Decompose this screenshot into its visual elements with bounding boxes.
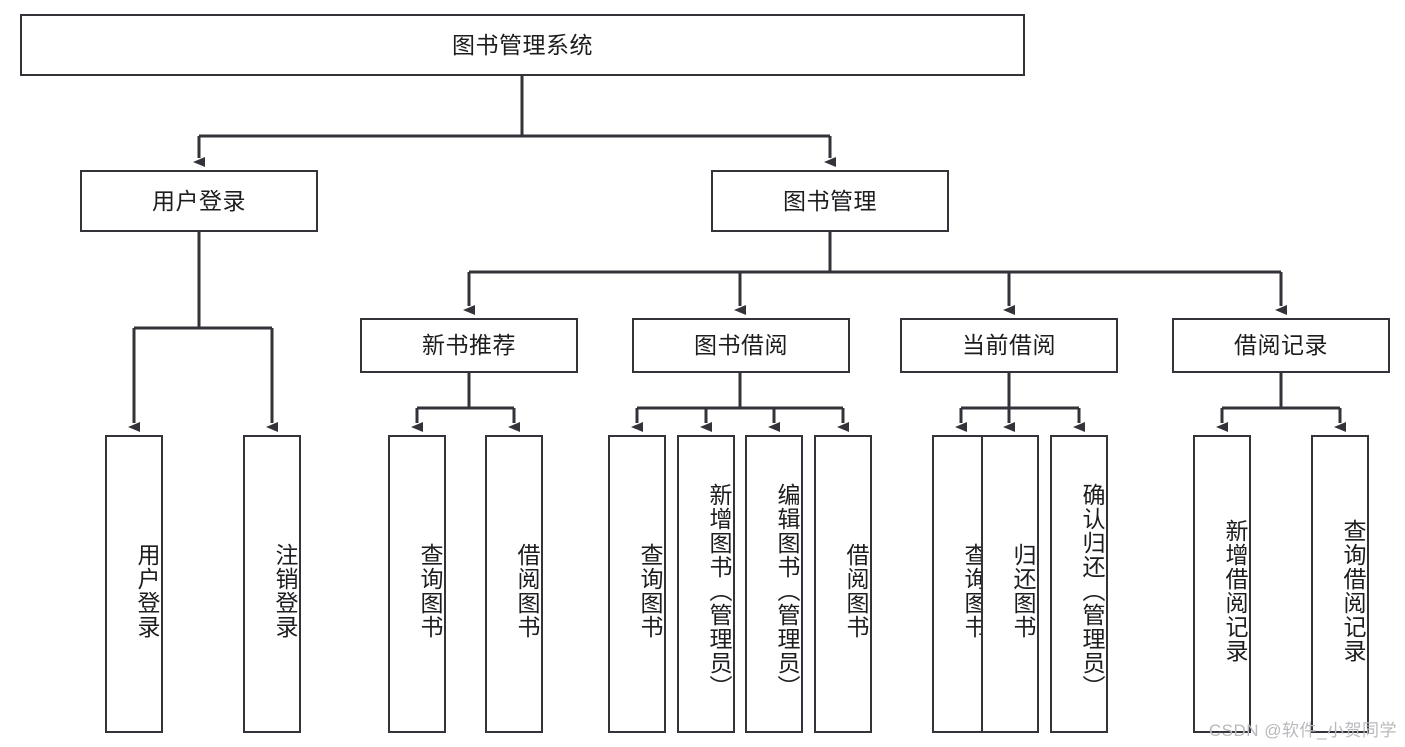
leaf-new-book-query[interactable]: 查询图书 [388,435,446,733]
leaf-borrow-edit-book-label: 编辑图书（管理员） [774,483,800,699]
watermark: CSDN @软件_小贺同学 [1208,721,1397,740]
node-user-login[interactable]: 用户登录 [80,170,318,232]
leaf-current-confirm-return-label: 确认归还（管理员） [1079,483,1105,699]
leaf-new-book-query-label: 查询图书 [417,543,443,639]
node-new-book-recommend[interactable]: 新书推荐 [360,318,578,373]
leaf-logout-label: 注销登录 [272,543,298,639]
leaf-borrow-borrow-book[interactable]: 借阅图书 [814,435,872,733]
leaf-new-book-borrow-label: 借阅图书 [514,543,540,639]
leaf-logout[interactable]: 注销登录 [243,435,301,733]
leaf-user-login-label: 用户登录 [134,543,160,639]
node-book-management[interactable]: 图书管理 [711,170,949,232]
leaf-record-query-label: 查询借阅记录 [1340,519,1366,663]
node-borrow-record[interactable]: 借阅记录 [1172,318,1390,373]
leaf-current-return-book[interactable]: 归还图书 [981,435,1039,733]
leaf-current-confirm-return[interactable]: 确认归还（管理员） [1050,435,1108,733]
leaf-record-add-label: 新增借阅记录 [1222,519,1248,663]
node-new-book-recommend-label: 新书推荐 [422,332,516,359]
leaf-record-query[interactable]: 查询借阅记录 [1311,435,1369,733]
leaf-user-login[interactable]: 用户登录 [105,435,163,733]
leaf-borrow-borrow-book-label: 借阅图书 [843,543,869,639]
leaf-borrow-query-book-label: 查询图书 [637,543,663,639]
leaf-current-return-book-label: 归还图书 [1010,543,1036,639]
leaf-record-add[interactable]: 新增借阅记录 [1193,435,1251,733]
leaf-borrow-edit-book[interactable]: 编辑图书（管理员） [745,435,803,733]
node-user-login-label: 用户登录 [152,187,246,214]
leaf-borrow-add-book-label: 新增图书（管理员） [706,483,732,699]
leaf-new-book-borrow[interactable]: 借阅图书 [485,435,543,733]
node-borrow-record-label: 借阅记录 [1234,332,1328,359]
node-current-borrow[interactable]: 当前借阅 [900,318,1118,373]
node-current-borrow-label: 当前借阅 [962,332,1056,359]
node-root[interactable]: 图书管理系统 [20,14,1025,76]
node-book-management-label: 图书管理 [783,187,877,214]
leaf-borrow-query-book[interactable]: 查询图书 [608,435,666,733]
node-book-borrow[interactable]: 图书借阅 [632,318,850,373]
node-book-borrow-label: 图书借阅 [694,332,788,359]
node-root-label: 图书管理系统 [452,31,593,58]
leaf-borrow-add-book[interactable]: 新增图书（管理员） [677,435,735,733]
